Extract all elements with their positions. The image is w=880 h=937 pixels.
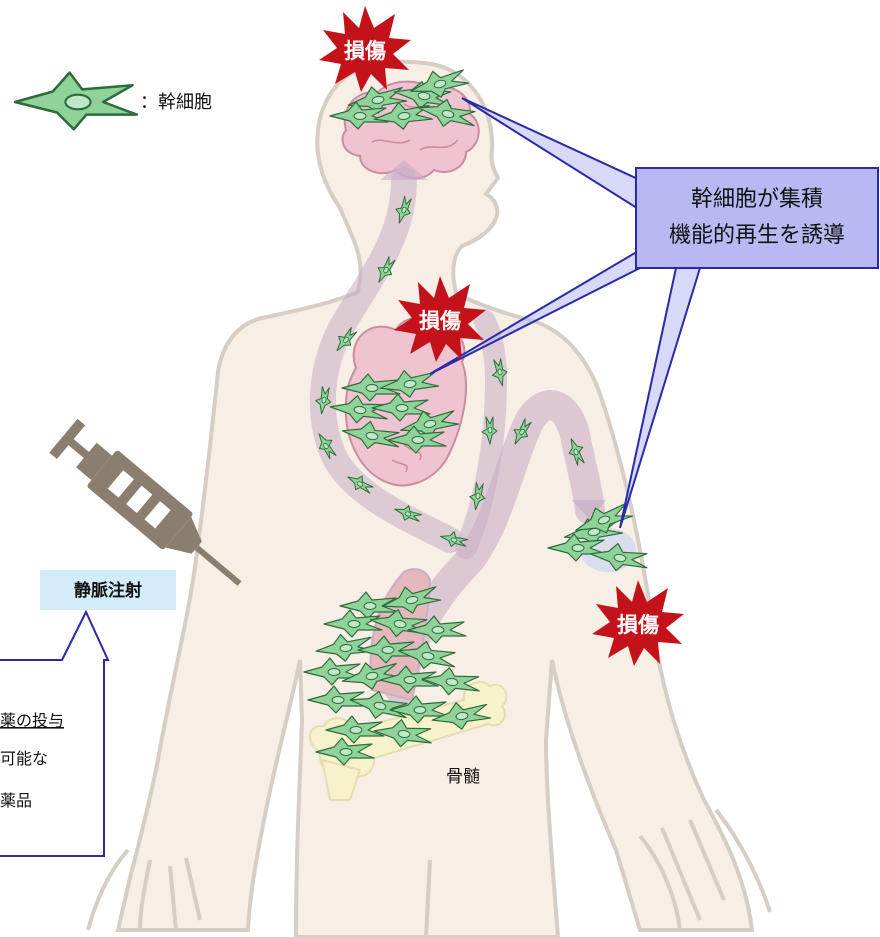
bone-marrow-label: 骨髄 [446, 767, 480, 787]
injection-label: 静脈注射 [40, 570, 176, 610]
callout-box: 幹細胞が集積 機能的再生を誘導 [636, 168, 878, 268]
damage-label-head: 損傷 [344, 39, 386, 63]
damage-label-arm: 損傷 [617, 613, 659, 637]
note-callout: 薬の投与 可能な 薬品 [0, 612, 108, 856]
legend-label: ：幹細胞 [140, 92, 212, 113]
callout-line1: 幹細胞が集積 [691, 187, 823, 212]
damage-label-heart: 損傷 [419, 309, 461, 333]
stem-cell-icon [15, 73, 137, 130]
legend: ：幹細胞 [15, 73, 212, 130]
callout-line2: 機能的再生を誘導 [669, 223, 845, 248]
injection-label-text: 静脈注射 [74, 580, 142, 601]
note-line1: 薬の投与 [0, 711, 64, 730]
note-line2: 可能な [0, 749, 48, 768]
note-line3: 薬品 [0, 791, 32, 810]
